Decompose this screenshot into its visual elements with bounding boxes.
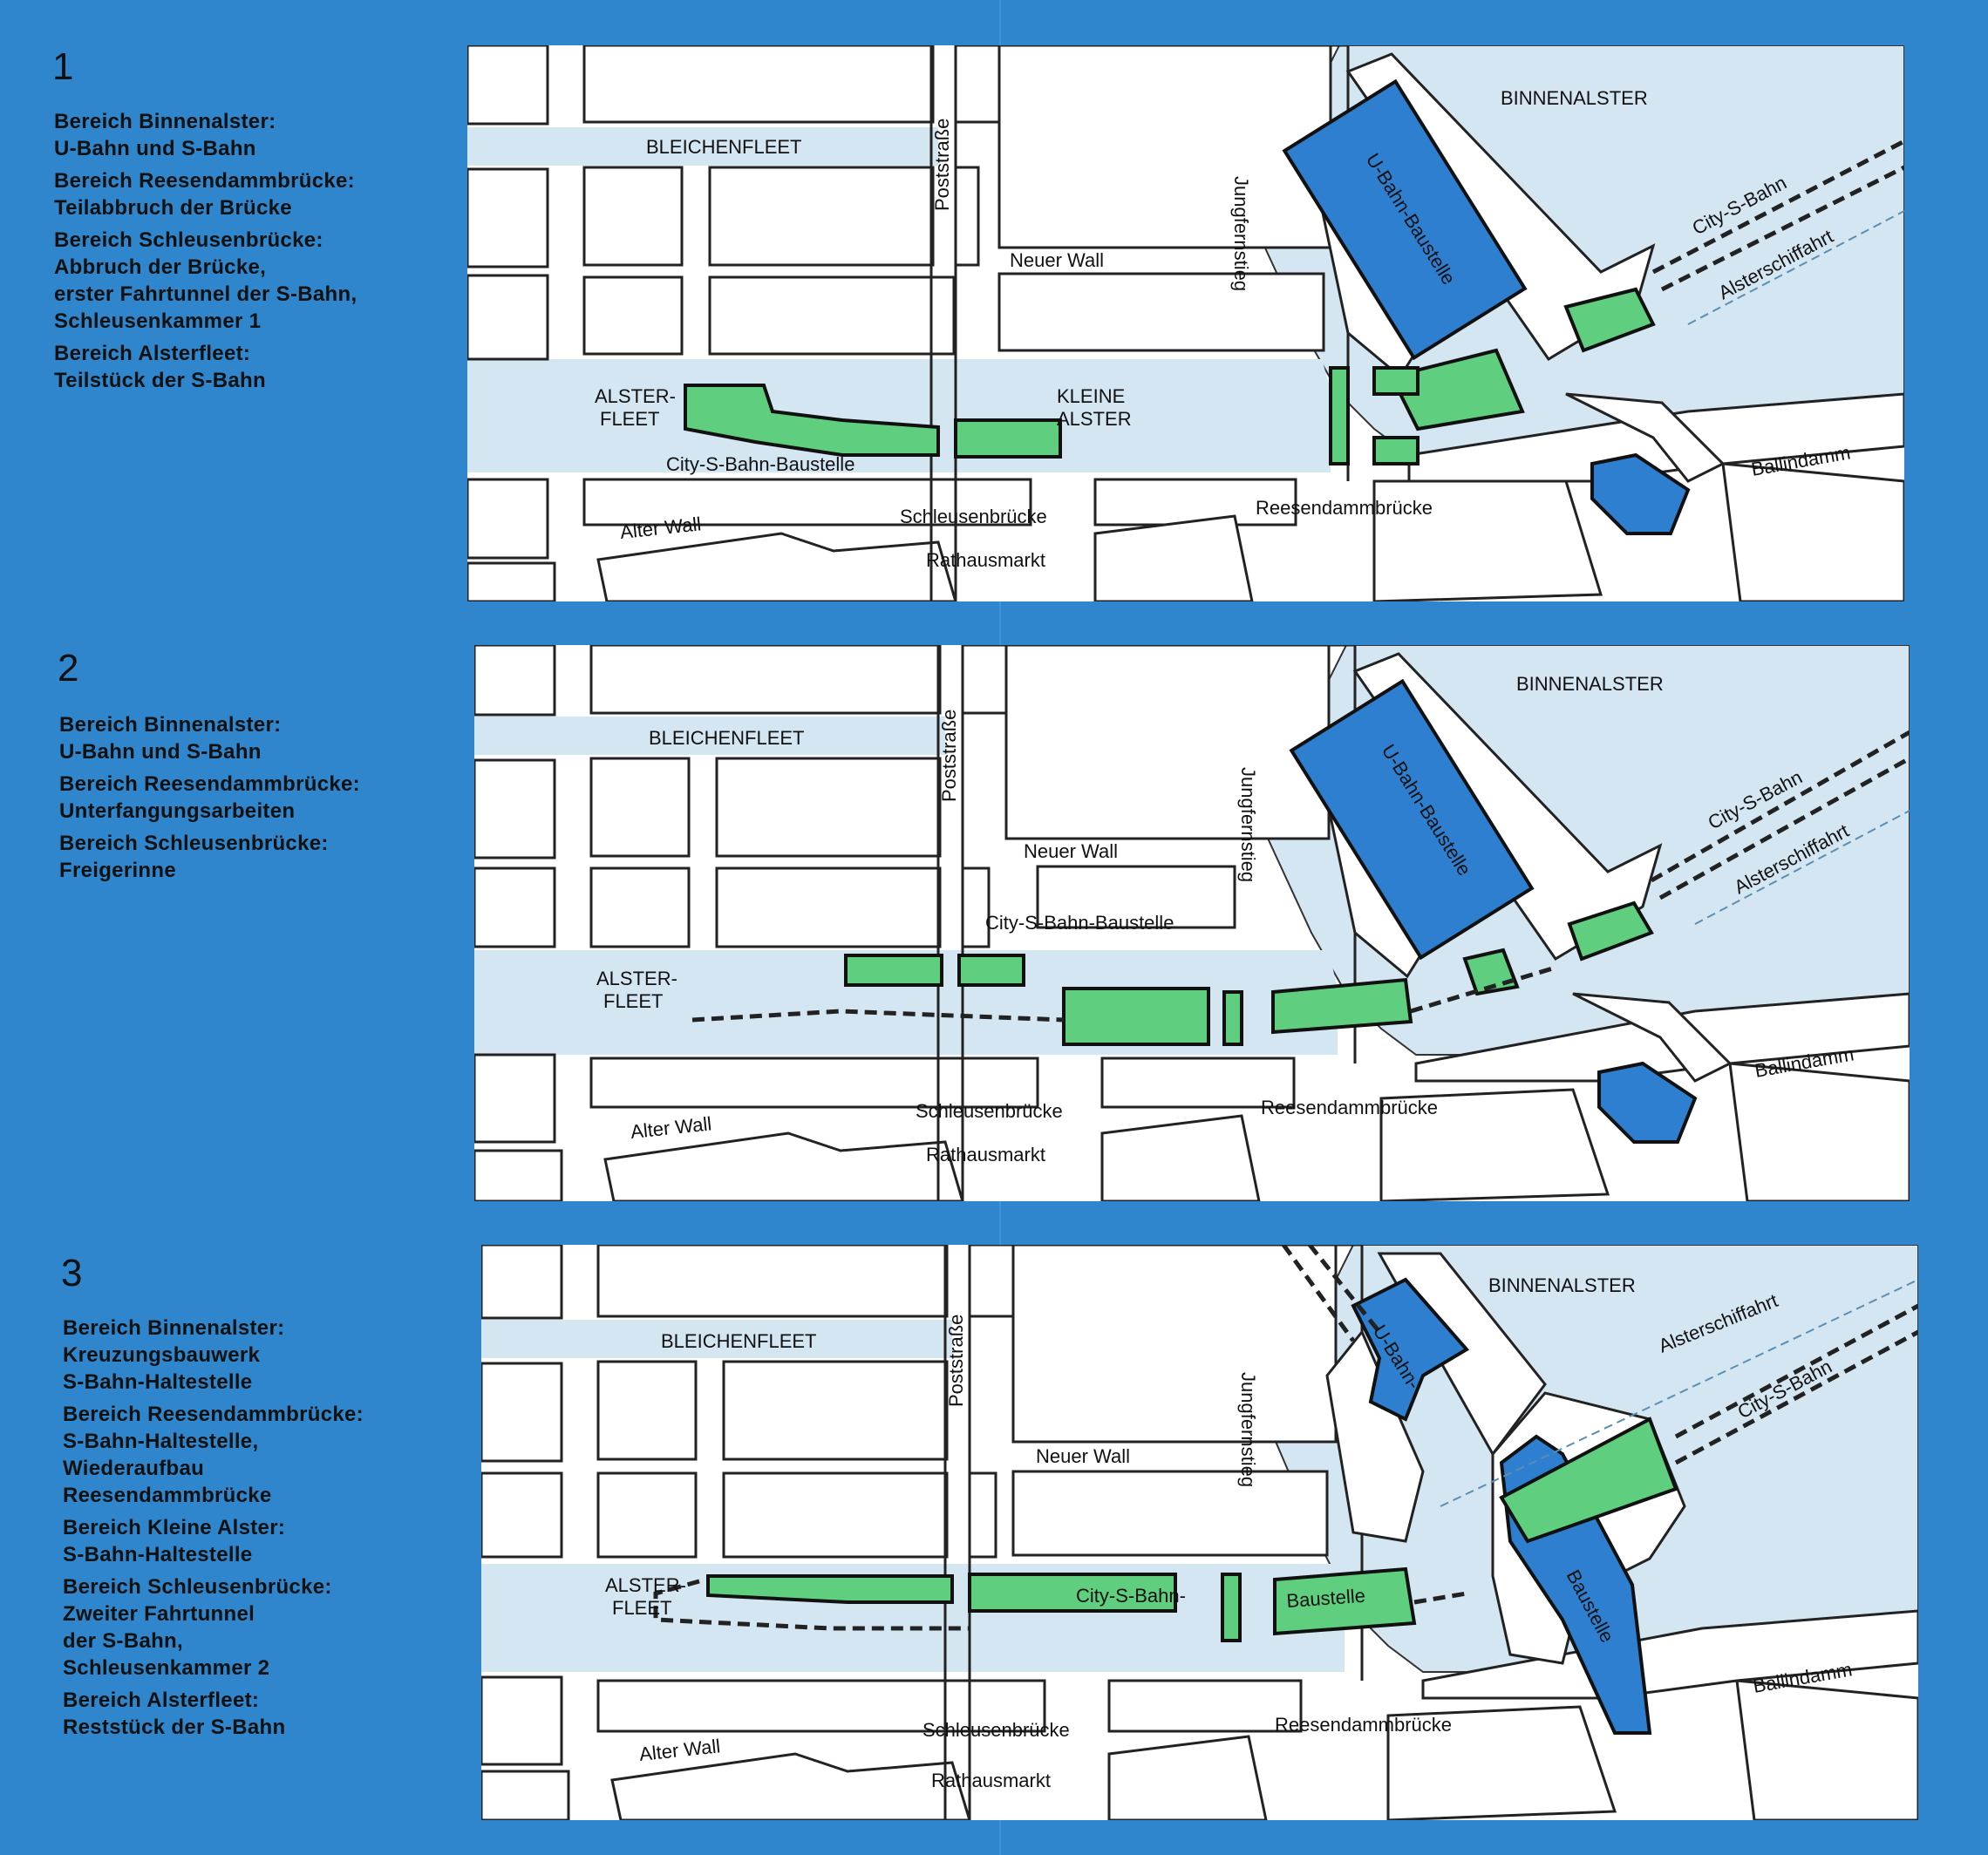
phase-description: Bereich Binnenalster: Kreuzungsbauwerk S… <box>63 1315 481 1746</box>
description-item: Bereich Schleusenbrücke: Zweiter Fahrtun… <box>63 1575 332 1680</box>
construction-green <box>844 900 1654 1046</box>
label-rathausmarkt: Rathausmarkt <box>926 1144 1045 1165</box>
description-item: Bereich Alsterfleet: Teilstück der S-Bah… <box>54 342 266 392</box>
label-alter-wall: Alter Wall <box>630 1112 712 1143</box>
description-item: Bereich Reesendammbrücke: Teilabbruch de… <box>54 169 355 220</box>
label-neuer-wall: Neuer Wall <box>1010 249 1104 271</box>
label-kleine-alster-1: KLEINE <box>1057 385 1125 407</box>
label-poststrasse: Poststraße <box>938 710 960 802</box>
description-item: Bereich Reesendammbrücke: S-Bahn-Haltest… <box>63 1403 364 1507</box>
ferry-route <box>1694 810 1910 925</box>
description-item: Bereich Binnenalster: U-Bahn und S-Bahn <box>54 110 276 160</box>
phase-3: 3 Bereich Binnenalster: Kreuzungsbauwerk… <box>0 1220 1988 1855</box>
buildings <box>474 645 1910 1201</box>
description-item: Bereich Binnenalster: Kreuzungsbauwerk S… <box>63 1316 285 1394</box>
label-binnenalster: BINNENALSTER <box>1516 673 1664 695</box>
label-reesendammbruecke: Reesendammbrücke <box>1275 1714 1452 1736</box>
description-item: Bereich Schleusenbrücke: Abbruch der Brü… <box>54 228 357 333</box>
label-city-s-bahn-baustelle: City-S-Bahn-Baustelle <box>666 453 854 475</box>
bleichenfleet-water <box>474 717 945 755</box>
alsterfleet-water <box>467 359 1331 472</box>
label-schleusenbruecke: Schleusenbrücke <box>900 506 1047 527</box>
description-item: Bereich Reesendammbrücke: Unterfangungsa… <box>59 772 360 823</box>
phase-description: Bereich Binnenalster: U-Bahn und S-Bahn … <box>54 108 473 399</box>
phase-2: 2 Bereich Binnenalster: U-Bahn und S-Bah… <box>0 610 1988 1220</box>
u-bahn-station-block <box>1590 452 1691 535</box>
label-alster-fleet-2: FLEET <box>600 408 659 430</box>
label-neuer-wall: Neuer Wall <box>1024 840 1118 862</box>
label-city-s-bahn-1: City-S-Bahn- <box>1076 1585 1186 1607</box>
label-poststrasse: Poststraße <box>931 119 953 211</box>
label-binnenalster: BINNENALSTER <box>1488 1274 1636 1296</box>
phase-1: 1 Bereich Binnenalster: U-Bahn und S-Bah… <box>0 0 1988 610</box>
site-map: BINNENALSTER BLEICHENFLEET Poststraße Ne… <box>481 1245 1918 1820</box>
description-item: Bereich Kleine Alster: S-Bahn-Haltestell… <box>63 1516 286 1566</box>
phase-number: 1 <box>52 45 74 88</box>
label-schleusenbruecke: Schleusenbrücke <box>923 1719 1070 1741</box>
label-jungfernstieg: Jungfernstieg <box>1230 176 1252 291</box>
label-bleichenfleet: BLEICHENFLEET <box>646 136 802 158</box>
bleichenfleet-water <box>481 1320 952 1358</box>
construction-green <box>684 287 1656 465</box>
construction-green <box>706 1417 1678 1642</box>
description-item: Bereich Alsterfleet: Reststück der S-Bah… <box>63 1689 286 1739</box>
label-alster-fleet-2: FLEET <box>603 990 663 1012</box>
label-reesendammbruecke: Reesendammbrücke <box>1256 497 1433 519</box>
buildings <box>467 45 1904 601</box>
label-alster-fleet-1: ALSTER- <box>605 1574 686 1596</box>
u-bahn-construction <box>1351 1277 1470 1422</box>
label-jungfernstieg: Jungfernstieg <box>1237 767 1259 882</box>
label-jungfernstieg: Jungfernstieg <box>1237 1372 1259 1487</box>
site-map: BINNENALSTER BLEICHENFLEET Poststraße Ne… <box>474 645 1910 1201</box>
label-rathausmarkt: Rathausmarkt <box>931 1770 1051 1791</box>
phase-number: 3 <box>61 1252 83 1294</box>
u-bahn-construction <box>1282 78 1528 361</box>
label-city-s-bahn-baustelle: City-S-Bahn-Baustelle <box>985 912 1174 934</box>
label-binnenalster: BINNENALSTER <box>1501 87 1648 109</box>
site-map: BINNENALSTER BLEICHENFLEET Poststraße Ne… <box>467 45 1904 601</box>
label-schleusenbruecke: Schleusenbrücke <box>916 1100 1063 1122</box>
description-item: Bereich Schleusenbrücke: Freigerinne <box>59 832 329 882</box>
label-rathausmarkt: Rathausmarkt <box>926 549 1045 571</box>
label-kleine-alster-2: ALSTER <box>1057 408 1132 430</box>
phase-number: 2 <box>58 647 79 690</box>
label-neuer-wall: Neuer Wall <box>1036 1445 1130 1467</box>
label-alster-fleet-2: FLEET <box>612 1597 671 1619</box>
bleichenfleet-water <box>467 127 938 166</box>
s-bahn-tracks <box>653 1245 1918 1631</box>
label-reesendammbruecke: Reesendammbrücke <box>1261 1097 1438 1118</box>
ferry-route <box>1687 210 1904 325</box>
s-bahn-tracks <box>1651 139 1904 292</box>
s-bahn-tracks <box>691 730 1910 1023</box>
label-bleichenfleet: BLEICHENFLEET <box>661 1330 817 1352</box>
u-bahn-station-block <box>1597 1061 1698 1144</box>
u-bahn-construction <box>1289 678 1535 961</box>
label-bleichenfleet: BLEICHENFLEET <box>649 727 805 749</box>
ferry-route <box>1440 1279 1918 1507</box>
phase-description: Bereich Binnenalster: U-Bahn und S-Bahn … <box>59 711 478 889</box>
label-alster-fleet-1: ALSTER- <box>596 968 677 989</box>
description-item: Bereich Binnenalster: U-Bahn und S-Bahn <box>59 713 282 764</box>
label-poststrasse: Poststraße <box>945 1315 967 1407</box>
label-alter-wall: Alter Wall <box>638 1735 721 1765</box>
label-alster-fleet-1: ALSTER- <box>595 385 676 407</box>
